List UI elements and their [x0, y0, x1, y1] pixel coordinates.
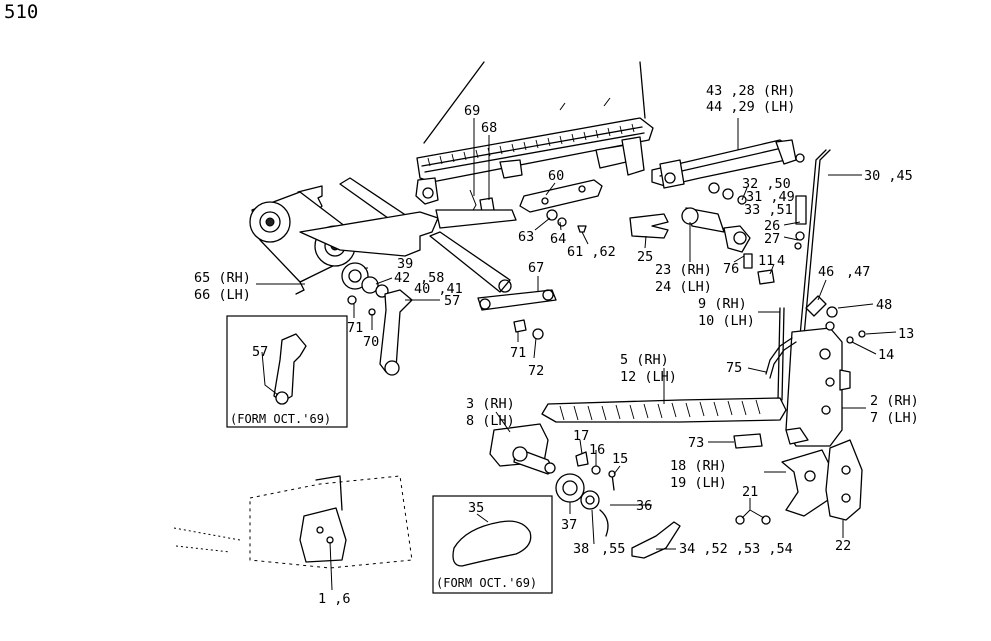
- callout-36: 36: [636, 498, 652, 514]
- callout-68: 68: [481, 120, 497, 136]
- inset-handle-oct69: (FORM OCT.'69): [226, 315, 348, 428]
- remote-control-rod: [541, 397, 787, 423]
- callout-8-lh: 8 (LH): [466, 413, 515, 429]
- inset-handle-caption: (FORM OCT.'69): [230, 412, 331, 426]
- callout-75: 75: [726, 360, 742, 376]
- callout-11: 11: [758, 253, 774, 269]
- callout-4: 4: [777, 253, 785, 269]
- parts-26-27: [794, 195, 807, 250]
- callout-24-lh: 24 (LH): [655, 279, 712, 295]
- callout-37: 37: [561, 517, 577, 533]
- door-lock-assembly: [785, 327, 851, 447]
- callout-2-rh: 2 (RH): [870, 393, 919, 409]
- callout-69: 69: [464, 103, 480, 119]
- callout-48: 48: [876, 297, 892, 313]
- callout-25: 25: [637, 249, 653, 265]
- callout-15: 15: [612, 451, 628, 467]
- callout-39: 39: [397, 256, 413, 272]
- callout-76: 76: [723, 261, 739, 277]
- glass-run-rail: [415, 117, 654, 205]
- callout-66-lh: 66 (LH): [194, 287, 251, 303]
- callout-23-rh: 23 (RH): [655, 262, 712, 278]
- callout-55: ,55: [601, 541, 625, 557]
- callout-61-62: 61 ,62: [567, 244, 616, 260]
- parts-46-48-13-14: [805, 295, 866, 344]
- callout-38: 38: [573, 541, 589, 557]
- window-regulator: [249, 177, 517, 295]
- callout-71b: 71: [510, 345, 526, 361]
- part-73-plate: [733, 433, 763, 449]
- part-34-pull-handle: [631, 521, 681, 559]
- outside-handle-assembly: [651, 139, 805, 189]
- callout-16: 16: [589, 442, 605, 458]
- callout-21: 21: [742, 484, 758, 500]
- page-number: 510: [4, 1, 38, 23]
- callout-10-lh: 10 (LH): [698, 313, 755, 329]
- callout-7-lh: 7 (LH): [870, 410, 919, 426]
- part-22-plate: [825, 439, 863, 521]
- callout-64: 64: [550, 231, 566, 247]
- callout-1-6: 1 ,6: [318, 591, 351, 607]
- callout-47: ,47: [846, 264, 870, 280]
- callout-9-rh: 9 (RH): [698, 296, 747, 312]
- callout-17: 17: [573, 428, 589, 444]
- escutcheon-37-38: [555, 473, 609, 537]
- door-inner-panel-outline: [173, 475, 413, 569]
- callout-67: 67: [528, 260, 544, 276]
- inset-knob-caption: (FORM OCT.'69): [436, 576, 537, 590]
- callout-43-28: 43 ,28 (RH): [706, 83, 795, 99]
- callout-65-rh: 65 (RH): [194, 270, 251, 286]
- callout-72: 72: [528, 363, 544, 379]
- callout-40-41: 40 ,41: [414, 281, 463, 297]
- callout-34-52-53-54: 34 ,52 ,53 ,54: [679, 541, 793, 557]
- inside-handle-assembly: [489, 423, 556, 475]
- part-75-cable: [765, 337, 797, 379]
- callout-32-50: 32 ,50: [742, 176, 791, 192]
- callout-31-49: 31 ,49: [746, 189, 795, 205]
- leader-lines: [256, 118, 897, 591]
- callout-14: 14: [878, 347, 894, 363]
- callout-30-45: 30 ,45: [864, 168, 913, 184]
- inset-knob-oct69: (FORM OCT.'69): [432, 495, 553, 594]
- callout-58: ,58: [420, 270, 444, 286]
- callout-42: 42: [394, 270, 410, 286]
- callout-71a: 71: [347, 320, 363, 336]
- callout-19-lh: 19 (LH): [670, 475, 727, 491]
- part-23-lock-cylinder: [681, 207, 753, 269]
- window-crank-handle: [341, 262, 413, 376]
- callout-labels: 43 ,28 (RH) 44 ,29 (LH) 69 68 60 32 ,50 …: [194, 83, 919, 607]
- callout-5-rh: 5 (RH): [620, 352, 669, 368]
- parts-15-17: [575, 451, 616, 491]
- fasteners-63-64: [546, 209, 587, 233]
- callout-46: 46: [818, 264, 834, 280]
- part-67-rod: [477, 289, 557, 340]
- callout-33-51: 33 ,51: [744, 202, 793, 218]
- callout-13: 13: [898, 326, 914, 342]
- striker-18-19: [781, 449, 833, 517]
- parts-31-33: [708, 182, 747, 205]
- callout-73: 73: [688, 435, 704, 451]
- callout-27: 27: [764, 231, 780, 247]
- part-11-clip: [757, 269, 775, 285]
- callout-63: 63: [518, 229, 534, 245]
- callout-18-rh: 18 (RH): [670, 458, 727, 474]
- callout-57-inset: 57: [252, 344, 268, 360]
- callout-12-lh: 12 (LH): [620, 369, 677, 385]
- callout-3-rh: 3 (RH): [466, 396, 515, 412]
- callout-57: 57: [444, 293, 460, 309]
- callout-35: 35: [468, 500, 484, 516]
- callout-26: 26: [764, 218, 780, 234]
- callout-70: 70: [363, 334, 379, 350]
- door-glass: [423, 61, 646, 144]
- part-25-fork: [629, 213, 669, 239]
- parts-21-screws: [735, 515, 771, 525]
- callout-60: 60: [548, 168, 564, 184]
- part-60-bracket: [519, 179, 603, 213]
- callout-44-29: 44 ,29 (LH): [706, 99, 795, 115]
- part-9-rod: [777, 307, 785, 401]
- callout-22: 22: [835, 538, 851, 554]
